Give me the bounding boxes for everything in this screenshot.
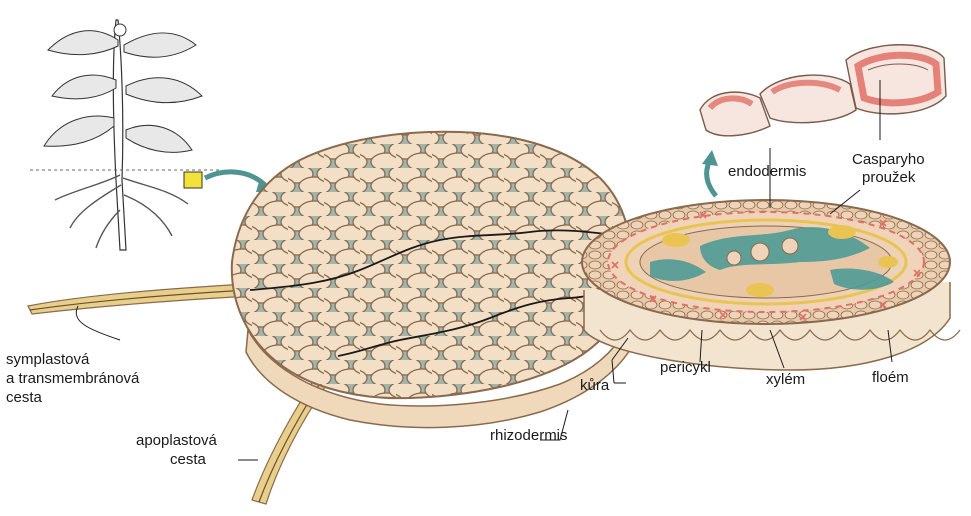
endodermis-label: endodermis	[728, 163, 806, 180]
rhizodermis-label: rhizodermis	[490, 427, 568, 444]
highlight-box	[184, 172, 202, 188]
cortex-label: kůra	[580, 377, 610, 394]
pericycle-label: pericykl	[660, 359, 711, 376]
phloem-label: floém	[872, 369, 909, 386]
symplast-label-line2: a transmembránová	[6, 370, 140, 387]
arrow-up-icon	[702, 150, 718, 166]
symplast-label-line1: symplastová	[6, 351, 90, 368]
endodermis-cells-detail	[700, 45, 946, 136]
phloem-region	[662, 233, 690, 247]
caspary-strip-label-line1: Casparyho	[852, 151, 925, 168]
plant-illustration	[30, 20, 272, 250]
cortex-block	[232, 132, 631, 428]
caspary-strip-label-line2: proužek	[862, 169, 916, 186]
xylem-label: xylém	[766, 371, 805, 388]
apoplast-label-line1: apoplastová	[136, 432, 218, 449]
apoplast-label-line2: cesta	[170, 451, 207, 468]
symplast-label-line3: cesta	[6, 389, 43, 406]
